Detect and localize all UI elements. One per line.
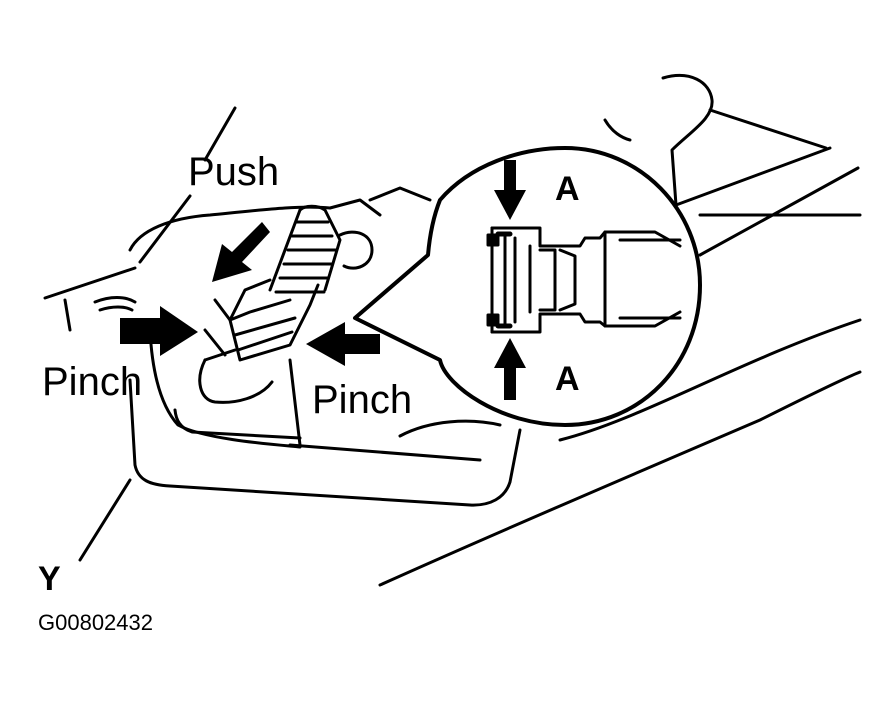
push-label: Push <box>188 150 280 194</box>
a-top-label: A <box>555 170 580 208</box>
figure-code: G00802432 <box>38 610 153 635</box>
a-bottom-label: A <box>555 360 580 398</box>
connector-assembly <box>198 204 342 404</box>
pinch-arrow-right <box>306 322 380 366</box>
detail-callout <box>353 146 702 427</box>
body-panel-outline <box>43 73 862 587</box>
arrow-a-top <box>494 160 526 220</box>
pinch-left-label: Pinch <box>42 360 143 404</box>
hose-clip <box>93 296 137 312</box>
push-arrow <box>212 222 270 282</box>
pinch-arrow-left <box>120 306 198 356</box>
view-letter-label: Y <box>38 560 61 598</box>
pinch-right-label: Pinch <box>312 378 413 422</box>
arrow-a-bottom <box>494 338 526 400</box>
